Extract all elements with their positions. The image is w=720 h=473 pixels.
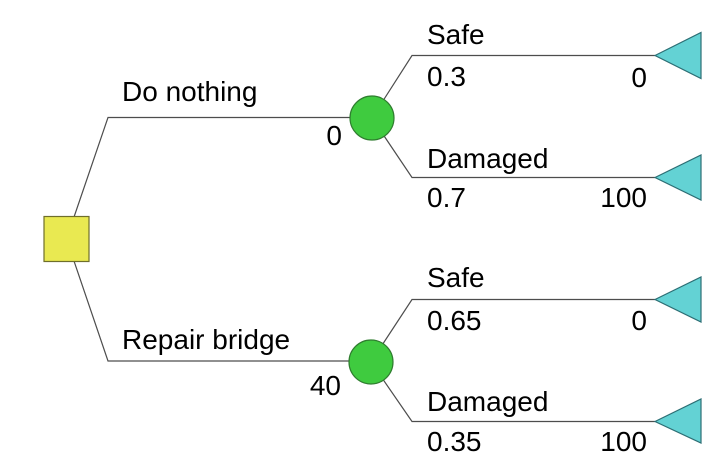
- outcome-payoff-repair-damaged: 100: [600, 426, 647, 457]
- branch-label-repair-bridge: Repair bridge: [122, 324, 291, 355]
- outcome-probability-do-nothing-safe: 0.3: [427, 61, 466, 92]
- branch-line-repair-bridge: [65, 238, 350, 362]
- branch-line-repair-damaged: [370, 361, 655, 423]
- branch-label-do-nothing: Do nothing: [122, 76, 258, 107]
- terminal-node-triangle-icon-repair-damaged[interactable]: [653, 398, 702, 444]
- outcome-label-do-nothing-safe: Safe: [427, 19, 485, 50]
- branch-cost-do-nothing: 0: [326, 120, 342, 151]
- chance-node-circle-icon-do-nothing[interactable]: [349, 95, 395, 141]
- branch-line-do-nothing: [65, 116, 350, 240]
- outcome-probability-repair-safe: 0.65: [427, 305, 482, 336]
- outcome-probability-do-nothing-damaged: 0.7: [427, 182, 466, 213]
- branch-cost-repair-bridge: 40: [309, 370, 341, 401]
- outcome-label-do-nothing-damaged: Damaged: [427, 143, 549, 174]
- outcome-probability-repair-damaged: 0.35: [427, 426, 482, 457]
- terminal-node-triangle-icon-do-nothing-damaged[interactable]: [653, 154, 702, 201]
- outcome-payoff-do-nothing-safe: 0: [631, 62, 647, 93]
- chance-node-circle-icon-repair[interactable]: [348, 339, 394, 385]
- terminal-node-triangle-icon-do-nothing-safe[interactable]: [653, 31, 702, 80]
- outcome-payoff-repair-safe: 0: [631, 305, 647, 336]
- branch-line-repair-safe: [370, 298, 655, 363]
- terminal-node-triangle-icon-repair-safe[interactable]: [653, 276, 702, 323]
- branch-line-do-nothing-safe: [371, 54, 655, 119]
- outcome-label-repair-safe: Safe: [427, 262, 485, 293]
- branch-line-do-nothing-damaged: [371, 117, 655, 179]
- decision-node-square-icon[interactable]: [43, 215, 90, 263]
- outcome-label-repair-damaged: Damaged: [427, 386, 549, 417]
- outcome-payoff-do-nothing-damaged: 100: [600, 182, 647, 213]
